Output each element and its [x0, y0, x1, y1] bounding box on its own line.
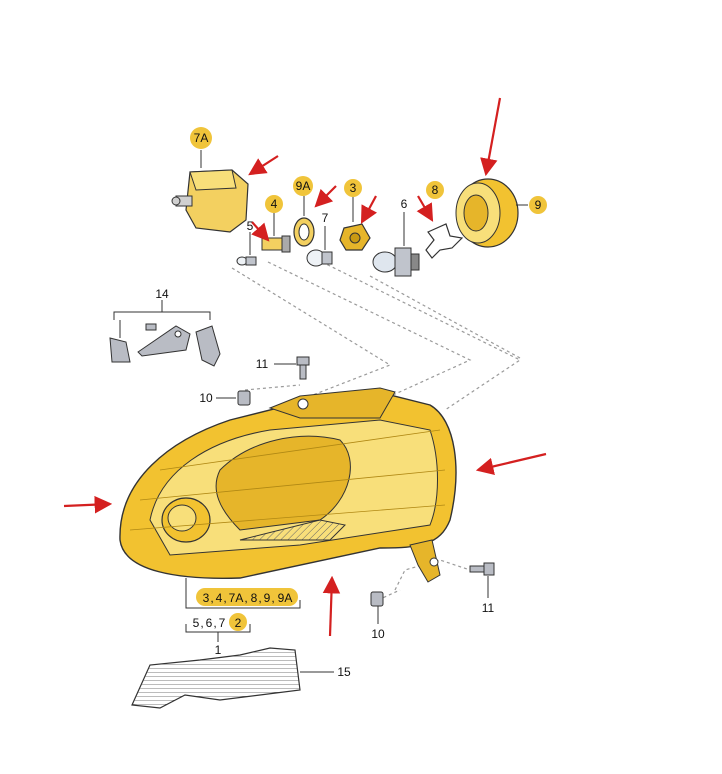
svg-text:,: ,: [244, 591, 247, 605]
label-1: 1: [215, 643, 222, 657]
headlight-housing: [119, 387, 457, 583]
screw-11-right: [469, 562, 495, 598]
label-10-top: 10: [199, 391, 213, 405]
label-3: 3: [350, 181, 357, 195]
range-control-motor-7a: [171, 150, 249, 233]
spring-clip-8: [425, 223, 464, 259]
label-15: 15: [337, 665, 351, 679]
red-indicator-arrows: [63, 97, 547, 637]
legend-7: 7: [219, 616, 226, 630]
legend-4: 4: [216, 591, 223, 605]
legend-row-1: 3 , 4 , 7A , 8 , 9 , 9A: [196, 588, 298, 606]
main-bulb-6: [372, 212, 420, 277]
legend-2: 2: [235, 616, 242, 630]
label-11-right: 11: [482, 601, 495, 615]
nut-10-bottom: [370, 591, 384, 624]
label-11-top: 11: [256, 357, 269, 371]
svg-text:,: ,: [213, 616, 216, 630]
label-14: 14: [155, 287, 169, 301]
label-10-bottom: 10: [371, 627, 385, 641]
repair-bracket-set-14: [109, 300, 221, 367]
legend-9: 9: [264, 591, 271, 605]
badge-8: 8: [426, 181, 444, 199]
legend-6: 6: [206, 616, 213, 630]
svg-text:,: ,: [271, 591, 274, 605]
svg-text:,: ,: [223, 591, 226, 605]
bulb-holder-3: [339, 196, 371, 251]
lower-trim-15: [131, 647, 334, 709]
legend-brackets: [185, 578, 301, 642]
screw-11-top: [274, 356, 310, 380]
badge-9a: 9A: [293, 176, 313, 196]
label-7: 7: [322, 211, 329, 225]
label-8: 8: [432, 183, 439, 197]
label-9a: 9A: [296, 179, 311, 193]
legend-8: 8: [251, 591, 258, 605]
headlight-cap-9: [455, 178, 528, 248]
label-4: 4: [271, 197, 278, 211]
legend-9a: 9A: [278, 591, 293, 605]
legend-3: 3: [203, 591, 210, 605]
legend-row-2: 5 , 6 , 7 2: [193, 613, 247, 631]
side-bulb-7: [306, 226, 333, 267]
nut-10-top: [216, 390, 251, 406]
retaining-ring-9a: [293, 196, 315, 247]
badge-7a: 7A: [190, 127, 212, 149]
badge-3: 3: [344, 179, 362, 197]
bulb-socket-4: [261, 212, 291, 253]
label-7a: 7A: [194, 131, 209, 145]
label-6: 6: [401, 197, 408, 211]
assembly-dashed-lines: [231, 261, 522, 601]
label-9: 9: [535, 198, 542, 212]
svg-text:,: ,: [210, 591, 213, 605]
legend-5: 5: [193, 616, 200, 630]
svg-text:,: ,: [258, 591, 261, 605]
badge-9: 9: [529, 196, 547, 214]
legend-7a: 7A: [229, 591, 244, 605]
parking-bulb-5: [236, 232, 257, 266]
badge-4: 4: [265, 195, 283, 213]
svg-text:,: ,: [200, 616, 203, 630]
label-5: 5: [247, 219, 254, 233]
